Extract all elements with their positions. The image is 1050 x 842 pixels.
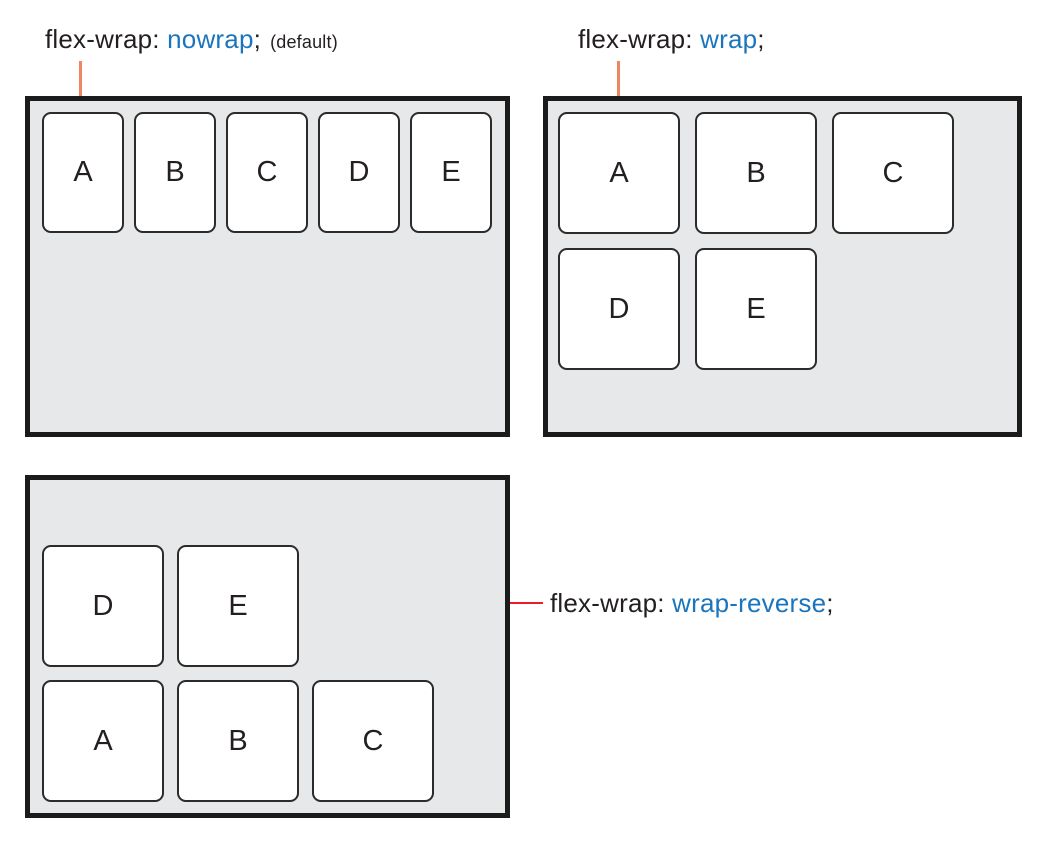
flex-row: A B C [42, 680, 505, 802]
label-semicolon: ; [253, 24, 262, 54]
flex-item-c: C [832, 112, 954, 234]
flex-item-e: E [695, 248, 817, 370]
flex-row: A B C [558, 112, 1017, 234]
label-value: wrap [700, 24, 758, 54]
flex-container-wrap-reverse: D E A B C [25, 475, 510, 818]
flex-item-b: B [695, 112, 817, 234]
label-wrap-reverse: flex-wrap: wrap-reverse; [550, 588, 834, 618]
label-semicolon: ; [826, 588, 834, 618]
flex-item-d: D [42, 545, 164, 667]
flex-item-e: E [177, 545, 299, 667]
label-nowrap: flex-wrap: nowrap; (default) [45, 24, 338, 57]
flex-item-c: C [226, 112, 308, 233]
flex-row: D E [42, 545, 505, 667]
flex-container-nowrap: A B C D E [25, 96, 510, 437]
flex-item-a: A [42, 680, 164, 802]
label-value: wrap-reverse [672, 588, 827, 618]
flex-container-wrap: A B C D E [543, 96, 1022, 437]
flex-item-e: E [410, 112, 492, 233]
label-note: (default) [270, 32, 338, 52]
flex-item-b: B [134, 112, 216, 233]
label-property: flex-wrap: [578, 24, 693, 54]
flex-item-d: D [318, 112, 400, 233]
flex-item-c: C [312, 680, 434, 802]
flex-item-d: D [558, 248, 680, 370]
flex-row: D E [558, 248, 1017, 370]
label-property: flex-wrap: [550, 588, 665, 618]
flex-item-b: B [177, 680, 299, 802]
label-value: nowrap [167, 24, 254, 54]
label-property: flex-wrap: [45, 24, 160, 54]
connector-line-wrap-reverse [507, 602, 543, 604]
label-wrap: flex-wrap: wrap; [578, 24, 765, 54]
connector-line-wrap [617, 61, 620, 96]
flex-item-a: A [42, 112, 124, 233]
flex-item-a: A [558, 112, 680, 234]
label-semicolon: ; [757, 24, 765, 54]
connector-line-nowrap [79, 61, 82, 96]
